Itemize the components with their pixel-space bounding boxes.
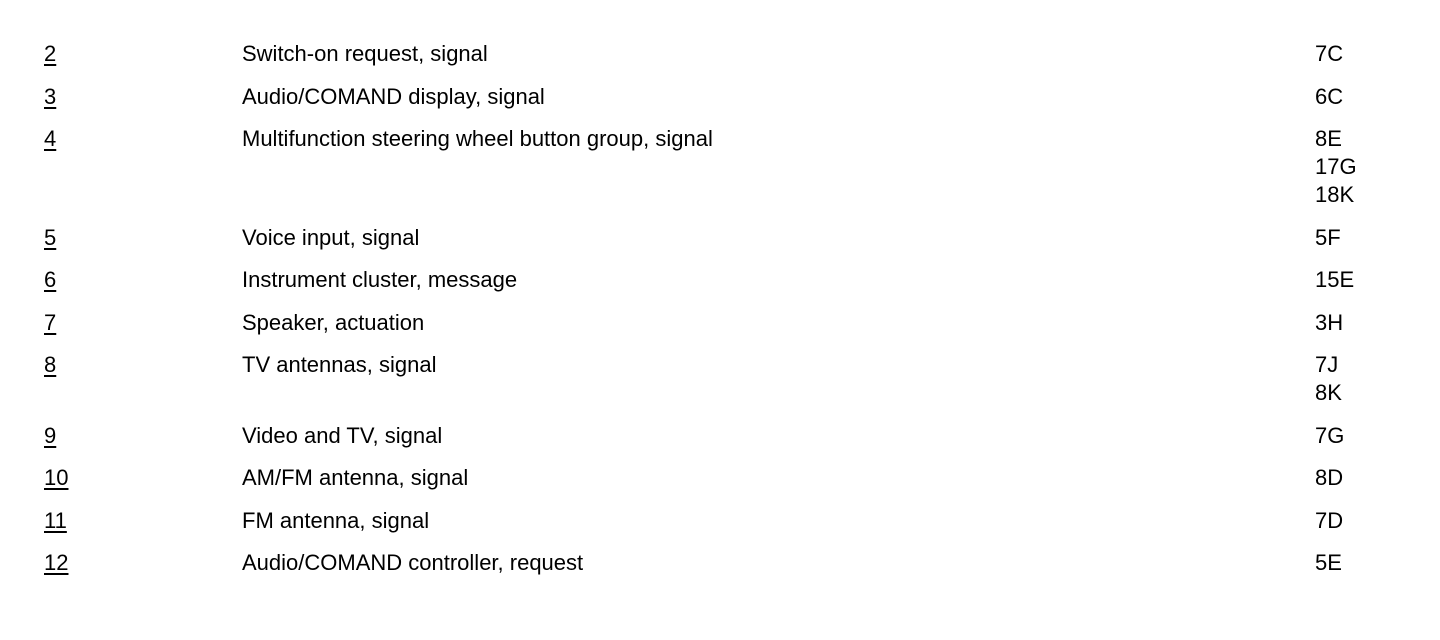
- legend-number-link[interactable]: 9: [44, 422, 57, 448]
- legend-number-link[interactable]: 4: [44, 126, 57, 151]
- grid-reference-cell: 8E 17G 18K: [1315, 125, 1404, 209]
- grid-reference: 8D: [1315, 465, 1344, 490]
- grid-reference-cell: 6C: [1315, 83, 1404, 111]
- legend-description: TV antennas, signal: [242, 352, 437, 377]
- legend-description: Switch-on request, signal: [242, 41, 488, 66]
- legend-number-link[interactable]: 8: [44, 352, 57, 377]
- grid-reference: 8K: [1315, 380, 1342, 405]
- legend-row: 3 Audio/COMAND display, signal 6C: [44, 83, 1404, 111]
- legend-row: 4 Multifunction steering wheel button gr…: [44, 125, 1404, 209]
- legend-description: AM/FM antenna, signal: [242, 465, 469, 490]
- legend-number-cell: 2: [44, 40, 242, 68]
- legend-row: 6 Instrument cluster, message 15E: [44, 266, 1404, 294]
- legend-row: 5 Voice input, signal 5F: [44, 224, 1404, 252]
- legend-number-cell: 6: [44, 266, 242, 294]
- grid-reference-cell: 5E: [1315, 549, 1404, 577]
- grid-reference-cell: 8D: [1315, 464, 1404, 492]
- legend-number-cell: 11: [44, 507, 242, 535]
- grid-reference: 7D: [1315, 507, 1344, 533]
- legend-number-link[interactable]: 5: [44, 224, 57, 250]
- legend-number-cell: 3: [44, 83, 242, 111]
- legend-description: Audio/COMAND controller, request: [242, 550, 584, 575]
- legend-description: Speaker, actuation: [242, 309, 425, 335]
- grid-reference-cell: 7J 8K: [1315, 351, 1404, 407]
- grid-reference: 15E: [1315, 267, 1355, 292]
- legend-table: 2 Switch-on request, signal 7C 3 Audio/C…: [44, 40, 1404, 592]
- grid-reference-cell: 7C: [1315, 40, 1404, 68]
- grid-reference: 6C: [1315, 83, 1344, 109]
- legend-number-link[interactable]: 11: [44, 507, 67, 533]
- legend-number-cell: 8: [44, 351, 242, 379]
- legend-row: 11 FM antenna, signal 7D: [44, 507, 1404, 535]
- legend-number-cell: 10: [44, 464, 242, 492]
- grid-reference: 5F: [1315, 224, 1341, 250]
- legend-row: 8 TV antennas, signal 7J 8K: [44, 351, 1404, 407]
- grid-reference-cell: 3H: [1315, 309, 1404, 337]
- grid-reference-cell: 7G: [1315, 422, 1404, 450]
- legend-row: 12 Audio/COMAND controller, request 5E: [44, 549, 1404, 577]
- grid-reference-cell: 7D: [1315, 507, 1404, 535]
- grid-reference: 17G: [1315, 154, 1357, 179]
- legend-number-link[interactable]: 2: [44, 41, 57, 66]
- grid-reference-cell: 5F: [1315, 224, 1404, 252]
- legend-number-cell: 5: [44, 224, 242, 252]
- grid-reference: 7C: [1315, 41, 1344, 66]
- legend-description: FM antenna, signal: [242, 507, 430, 533]
- grid-reference: 3H: [1315, 309, 1344, 335]
- legend-description: Voice input, signal: [242, 224, 420, 250]
- legend-number-cell: 4: [44, 125, 242, 153]
- legend-description: Video and TV, signal: [242, 422, 443, 448]
- grid-reference: 18K: [1315, 182, 1355, 207]
- legend-number-cell: 12: [44, 549, 242, 577]
- grid-reference: 8E: [1315, 126, 1342, 151]
- legend-row: 7 Speaker, actuation 3H: [44, 309, 1404, 337]
- legend-row: 9 Video and TV, signal 7G: [44, 422, 1404, 450]
- legend-number-link[interactable]: 3: [44, 83, 57, 109]
- grid-reference-cell: 15E: [1315, 266, 1404, 294]
- legend-number-cell: 7: [44, 309, 242, 337]
- legend-number-cell: 9: [44, 422, 242, 450]
- legend-description: Audio/COMAND display, signal: [242, 83, 545, 109]
- legend-row: 2 Switch-on request, signal 7C: [44, 40, 1404, 68]
- grid-reference: 5E: [1315, 550, 1342, 575]
- legend-number-link[interactable]: 6: [44, 267, 57, 292]
- legend-number-link[interactable]: 10: [44, 465, 69, 490]
- legend-row: 10 AM/FM antenna, signal 8D: [44, 464, 1404, 492]
- grid-reference: 7J: [1315, 352, 1339, 377]
- legend-number-link[interactable]: 12: [44, 550, 69, 575]
- grid-reference: 7G: [1315, 422, 1345, 448]
- legend-number-link[interactable]: 7: [44, 309, 57, 335]
- legend-description: Instrument cluster, message: [242, 267, 518, 292]
- legend-description: Multifunction steering wheel button grou…: [242, 126, 713, 151]
